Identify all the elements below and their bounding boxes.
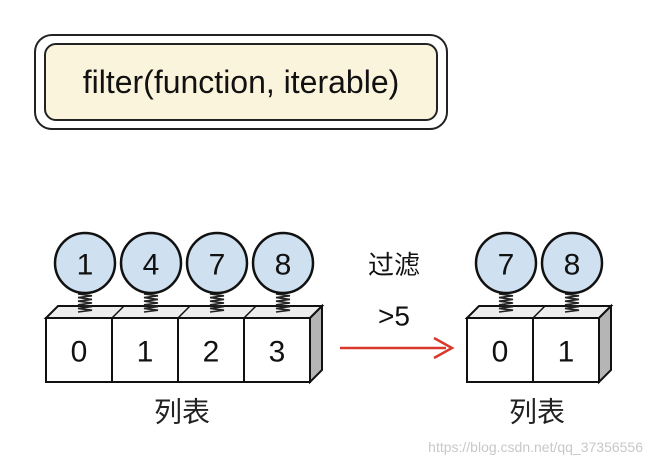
spring-icon	[498, 293, 514, 313]
box-top-divider	[111, 305, 125, 319]
box-side-face	[598, 303, 612, 385]
filter-operation: 过滤 >5	[340, 251, 455, 360]
balloon-1	[119, 231, 183, 295]
source-list: 1 0 4 1 7 2 8 3 列表	[43, 231, 325, 429]
element-value: 4	[143, 249, 160, 282]
index-cell	[532, 317, 600, 383]
index-label: 2	[203, 336, 220, 369]
spring-icon	[275, 293, 291, 313]
index-cell	[111, 317, 179, 383]
operation-label: 过滤	[368, 251, 420, 281]
spring-icon	[77, 293, 93, 313]
watermark: https://blog.csdn.net/qq_37356556	[428, 439, 643, 455]
balloon-0	[53, 231, 117, 295]
index-cell	[45, 317, 113, 383]
element-value: 1	[77, 249, 94, 282]
element-value: 8	[275, 249, 292, 282]
list-caption: 列表	[154, 396, 210, 429]
box-side-face	[309, 303, 323, 385]
title-frame: filter(function, iterable)	[34, 34, 448, 130]
element-value: 8	[564, 249, 581, 282]
function-signature: filter(function, iterable)	[82, 63, 400, 100]
list-caption: 列表	[509, 396, 565, 429]
left_list-box-shell	[43, 303, 325, 385]
arrow-head-icon	[433, 336, 455, 360]
index-label: 1	[558, 336, 575, 369]
box-top-divider	[532, 305, 546, 319]
balloon-0	[474, 231, 538, 295]
spring-icon	[564, 293, 580, 313]
spring-icon	[143, 293, 159, 313]
index-cell	[243, 317, 311, 383]
index-label: 0	[71, 336, 88, 369]
index-cell	[177, 317, 245, 383]
filter-condition: >5	[378, 301, 410, 332]
element-value: 7	[498, 249, 515, 282]
box-top-divider	[177, 305, 191, 319]
index-label: 1	[137, 336, 154, 369]
result-list: 7 0 8 1 列表	[464, 231, 614, 429]
title-panel: filter(function, iterable)	[44, 43, 438, 121]
element-value: 7	[209, 249, 226, 282]
balloon-2	[185, 231, 249, 295]
index-label: 0	[492, 336, 509, 369]
spring-icon	[209, 293, 225, 313]
balloon-3	[251, 231, 315, 295]
index-label: 3	[269, 336, 286, 369]
box-top-divider	[243, 305, 257, 319]
balloon-1	[540, 231, 604, 295]
